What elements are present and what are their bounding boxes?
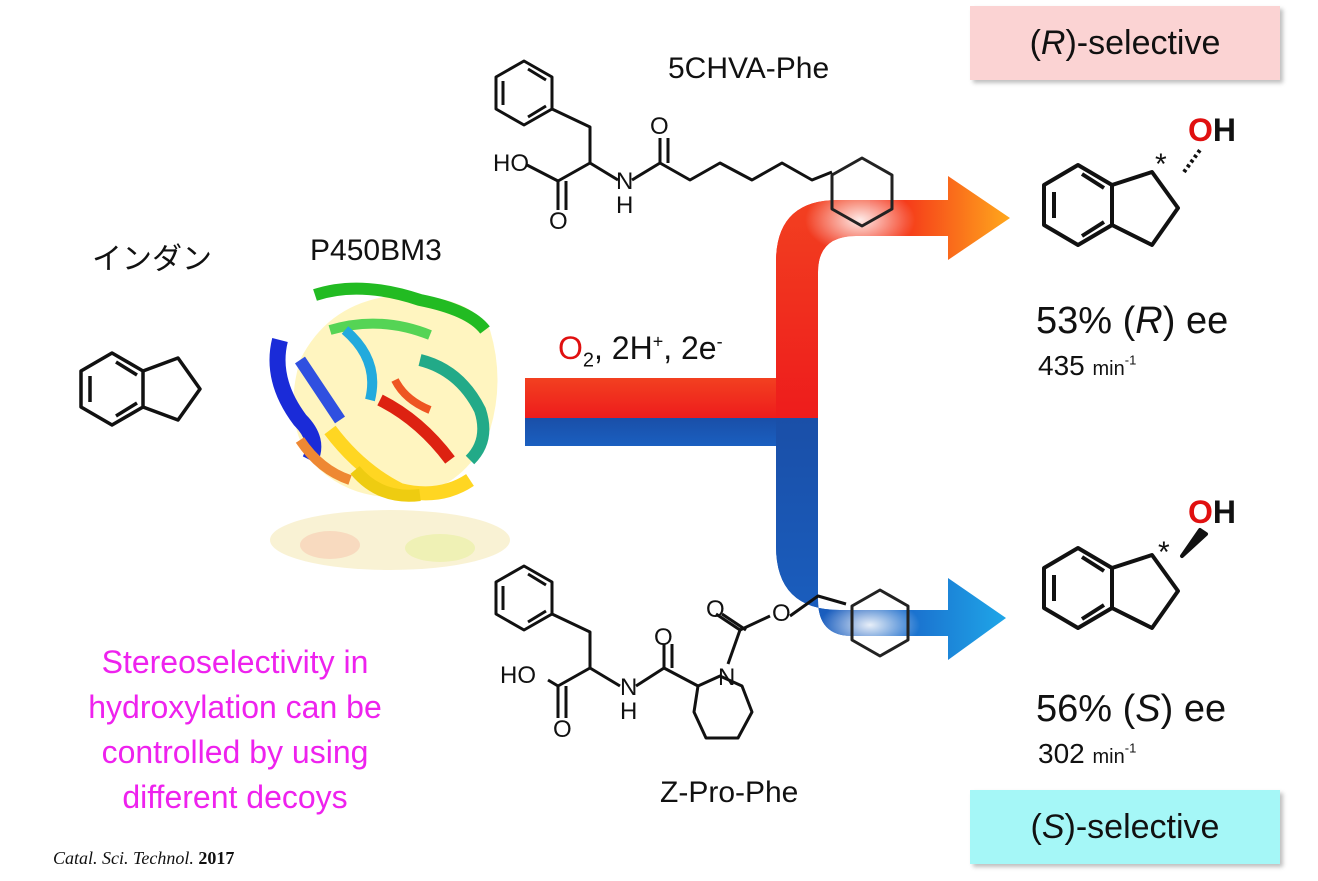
enzyme-label: P450BM3 [310, 234, 442, 267]
n-label-bottom: N [620, 674, 638, 701]
o-label-bottom-acid: O [553, 716, 572, 743]
indane-structure [79, 351, 202, 427]
stereocenter-star-s: * [1158, 536, 1170, 569]
caption-line-4: different decoys [122, 779, 348, 815]
s-selective-box: (S)-selective [970, 790, 1280, 864]
n-label-proline: N [718, 664, 736, 691]
decoy-top-label: 5CHVA-Phe [668, 52, 830, 85]
caption-line-2: hydroxylation can be [88, 689, 382, 725]
o-label-carbamate-carbonyl: O [706, 596, 725, 623]
s-selective-arrow [525, 418, 1006, 660]
o-label-bottom-amide: O [654, 624, 673, 651]
ho-label-top: HO [493, 150, 529, 177]
decoy-bottom-label: Z-Pro-Phe [660, 776, 799, 809]
o-label-top-amide: O [650, 113, 669, 140]
r-indanol-structure [1042, 148, 1202, 247]
s-indanol-structure [1042, 528, 1208, 630]
z-pro-phe-structure [494, 564, 910, 740]
oh-label-r: OH [1188, 112, 1236, 148]
literature-reference: Catal. Sci. Technol. 2017 [53, 848, 235, 868]
ee-result-s: 56% (S) ee [1036, 688, 1227, 730]
rate-result-r: 435 min-1 [1038, 350, 1137, 381]
n-label-top: N [616, 168, 634, 195]
caption-line-1: Stereoselectivity in [101, 644, 369, 680]
r-selective-box: (R)-selective [970, 6, 1280, 80]
stereoselectivity-caption: Stereoselectivity in hydroxylation can b… [40, 640, 430, 820]
ee-result-r: 53% (R) ee [1036, 300, 1229, 342]
oh-label-s: OH [1188, 494, 1236, 530]
h-label-top: H [616, 192, 634, 219]
reaction-conditions: O2, 2H+, 2e- [558, 330, 723, 372]
caption-line-3: controlled by using [101, 734, 369, 770]
substrate-label: インダン [92, 243, 212, 276]
h-label-bottom: H [620, 698, 638, 725]
o-label-carbamate-ester: O [772, 600, 791, 627]
rate-result-s: 302 min-1 [1038, 738, 1137, 769]
5chva-phe-structure [494, 59, 894, 228]
ho-label-bottom: HO [500, 662, 536, 689]
o-label-top-acid: O [549, 208, 568, 235]
stereocenter-star-r: * [1155, 148, 1167, 181]
r-selective-arrow [525, 176, 1010, 418]
p450bm3-protein-image [269, 282, 510, 570]
